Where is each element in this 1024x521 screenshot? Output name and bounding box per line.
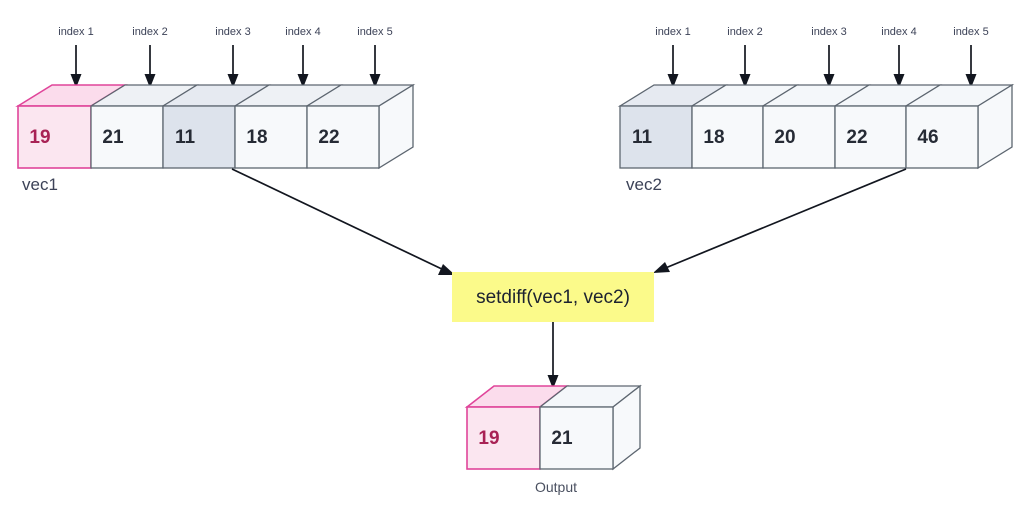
connector-vec1-line [231, 168, 447, 272]
vec2-cell-value-5: 46 [917, 127, 938, 148]
vec2-cell-value-4: 22 [846, 127, 867, 148]
function-box-label: setdiff(vec1, vec2) [476, 287, 630, 308]
connector-vec2-line [662, 168, 907, 270]
vec2-cell-face-2 [691, 105, 764, 169]
vec2-index-label-2: index 2 [727, 26, 762, 38]
vec1-cell-value-2: 21 [102, 127, 124, 148]
vec2-index-label-4: index 4 [881, 26, 916, 38]
connector-function-to-output [547, 322, 559, 389]
vec1-index-label-1: index 1 [58, 26, 93, 38]
vec2-cell-3: 20 [762, 105, 836, 169]
vec1-cell-value-4: 18 [246, 127, 267, 148]
vec2-cell-face-5 [905, 105, 979, 169]
vec2-index-arrow-icon-5 [965, 74, 977, 88]
vec1-cell-3: 11 [162, 105, 236, 169]
vec2-index-annotations: index 1 index 2 index 3 index 4 index 5 [655, 26, 989, 88]
output-cell-value-2: 21 [551, 428, 573, 449]
connector-vec2-to-function [653, 168, 907, 273]
vec1-index-annotations: index 1 index 2 index 3 index 4 index 5 [58, 26, 393, 88]
vec1-index-arrow-icon-5 [369, 74, 381, 88]
vec2-index-label-1: index 1 [655, 26, 690, 38]
vec1-cell-value-5: 22 [318, 127, 339, 148]
vec1-cell-2: 21 [90, 105, 164, 169]
output-cell-1: 19 [466, 406, 541, 470]
function-box-background[interactable] [452, 272, 654, 322]
vec1-cell-face-3 [162, 105, 236, 169]
vec2-group: index 1 index 2 index 3 index 4 index 5 [617, 26, 1015, 194]
vec2-cell-value-1: 11 [632, 127, 653, 148]
vec1-cell-face-5 [306, 105, 380, 169]
output-label: Output [535, 479, 577, 495]
vec2-index-arrow-icon-4 [893, 74, 905, 88]
vec2-cell-2: 18 [691, 105, 764, 169]
vec2-label: vec2 [626, 175, 662, 194]
vec1-cell-face-2 [90, 105, 164, 169]
vec1-index-label-4: index 4 [285, 26, 320, 38]
connector-vec2-arrow-icon [653, 262, 670, 273]
vec1-index-label-2: index 2 [132, 26, 167, 38]
output-cell-2: 21 [539, 406, 614, 470]
output-cell-face-2 [539, 406, 614, 470]
vec2-cell-face-1 [619, 105, 693, 169]
vec2-index-arrow-icon-2 [739, 74, 751, 88]
vec2-index-label-5: index 5 [953, 26, 988, 38]
vec2-cell-4: 22 [834, 105, 907, 169]
vec2-cell-face-3 [762, 105, 836, 169]
output-cell-value-1: 19 [478, 428, 499, 449]
vec1-cell-value-1: 19 [29, 127, 50, 148]
vec2-cell-1: 11 [619, 105, 693, 169]
connector-vec1-arrow-icon [438, 264, 455, 275]
vec2-index-label-3: index 3 [811, 26, 846, 38]
vec1-index-arrow-icon-3 [227, 74, 239, 88]
vec1-cell-1: 19 [17, 105, 92, 169]
output-group: 19 21 Output [464, 384, 642, 495]
vec1-cell-5: 22 [306, 105, 380, 169]
vec1-label: vec1 [22, 175, 58, 194]
vec1-cell-face-4 [234, 105, 308, 169]
vec1-index-arrow-icon-2 [144, 74, 156, 88]
vec2-cell-5: 46 [905, 105, 979, 169]
vec1-index-label-3: index 3 [215, 26, 250, 38]
connector-output-arrow-icon [547, 375, 559, 389]
vec1-cell-value-3: 11 [175, 127, 196, 148]
vec2-index-arrow-icon-3 [823, 74, 835, 88]
vec1-index-arrow-icon-4 [297, 74, 309, 88]
vec1-group: index 1 index 2 index 3 index 4 index 5 [15, 26, 416, 194]
vec2-cell-value-2: 18 [703, 127, 724, 148]
vec2-cell-face-4 [834, 105, 907, 169]
vec1-cell-face-1 [17, 105, 92, 169]
vec1-cell-4: 18 [234, 105, 308, 169]
vec2-cell-value-3: 20 [774, 127, 795, 148]
vec2-index-arrow-icon-1 [667, 74, 679, 88]
function-box[interactable]: setdiff(vec1, vec2) [452, 272, 654, 322]
vec1-index-arrow-icon-1 [70, 74, 82, 88]
vec1-index-label-5: index 5 [357, 26, 392, 38]
connector-vec1-to-function [231, 168, 455, 275]
